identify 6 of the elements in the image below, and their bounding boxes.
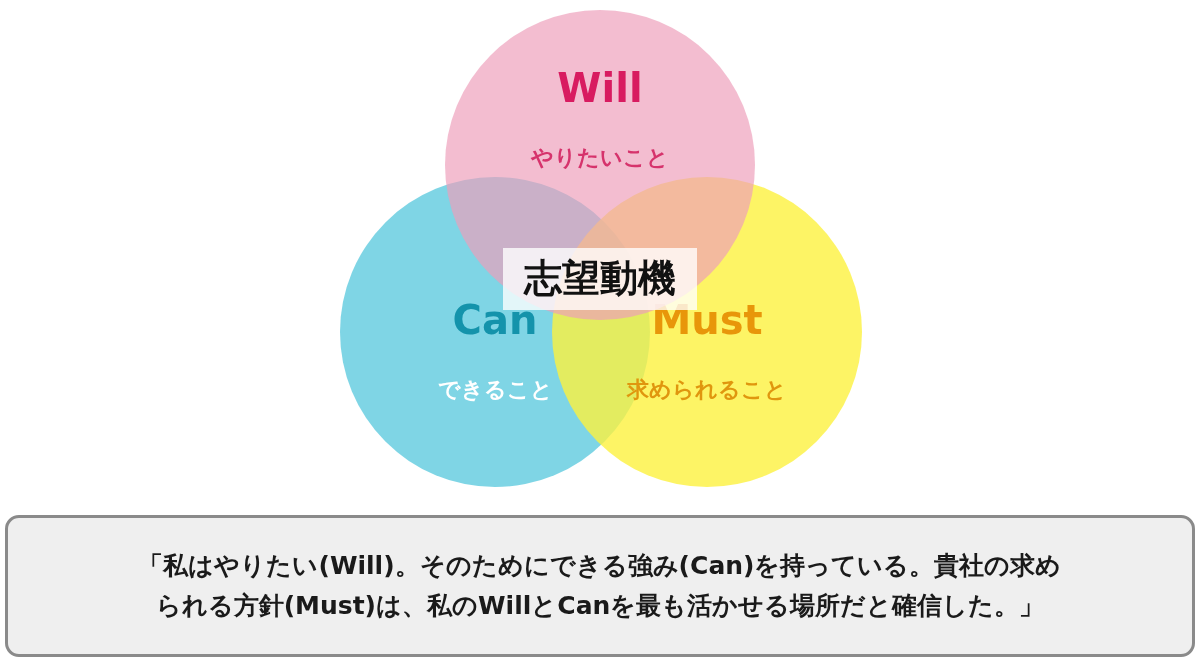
circle-caption: やりたいこと — [531, 145, 669, 171]
circle-caption: できること — [437, 377, 553, 403]
quote-text: 「私はやりたい(Will)。そのためにできる強み(Can)を持っている。貴社の求められる方針(Must)は、私のWillとCanを最も活かせる場所だと確信した。」 — [137, 550, 1063, 622]
quote-panel — [5, 515, 1195, 657]
circle-title: Will — [557, 65, 643, 111]
circle-caption: 求められること — [627, 377, 787, 403]
